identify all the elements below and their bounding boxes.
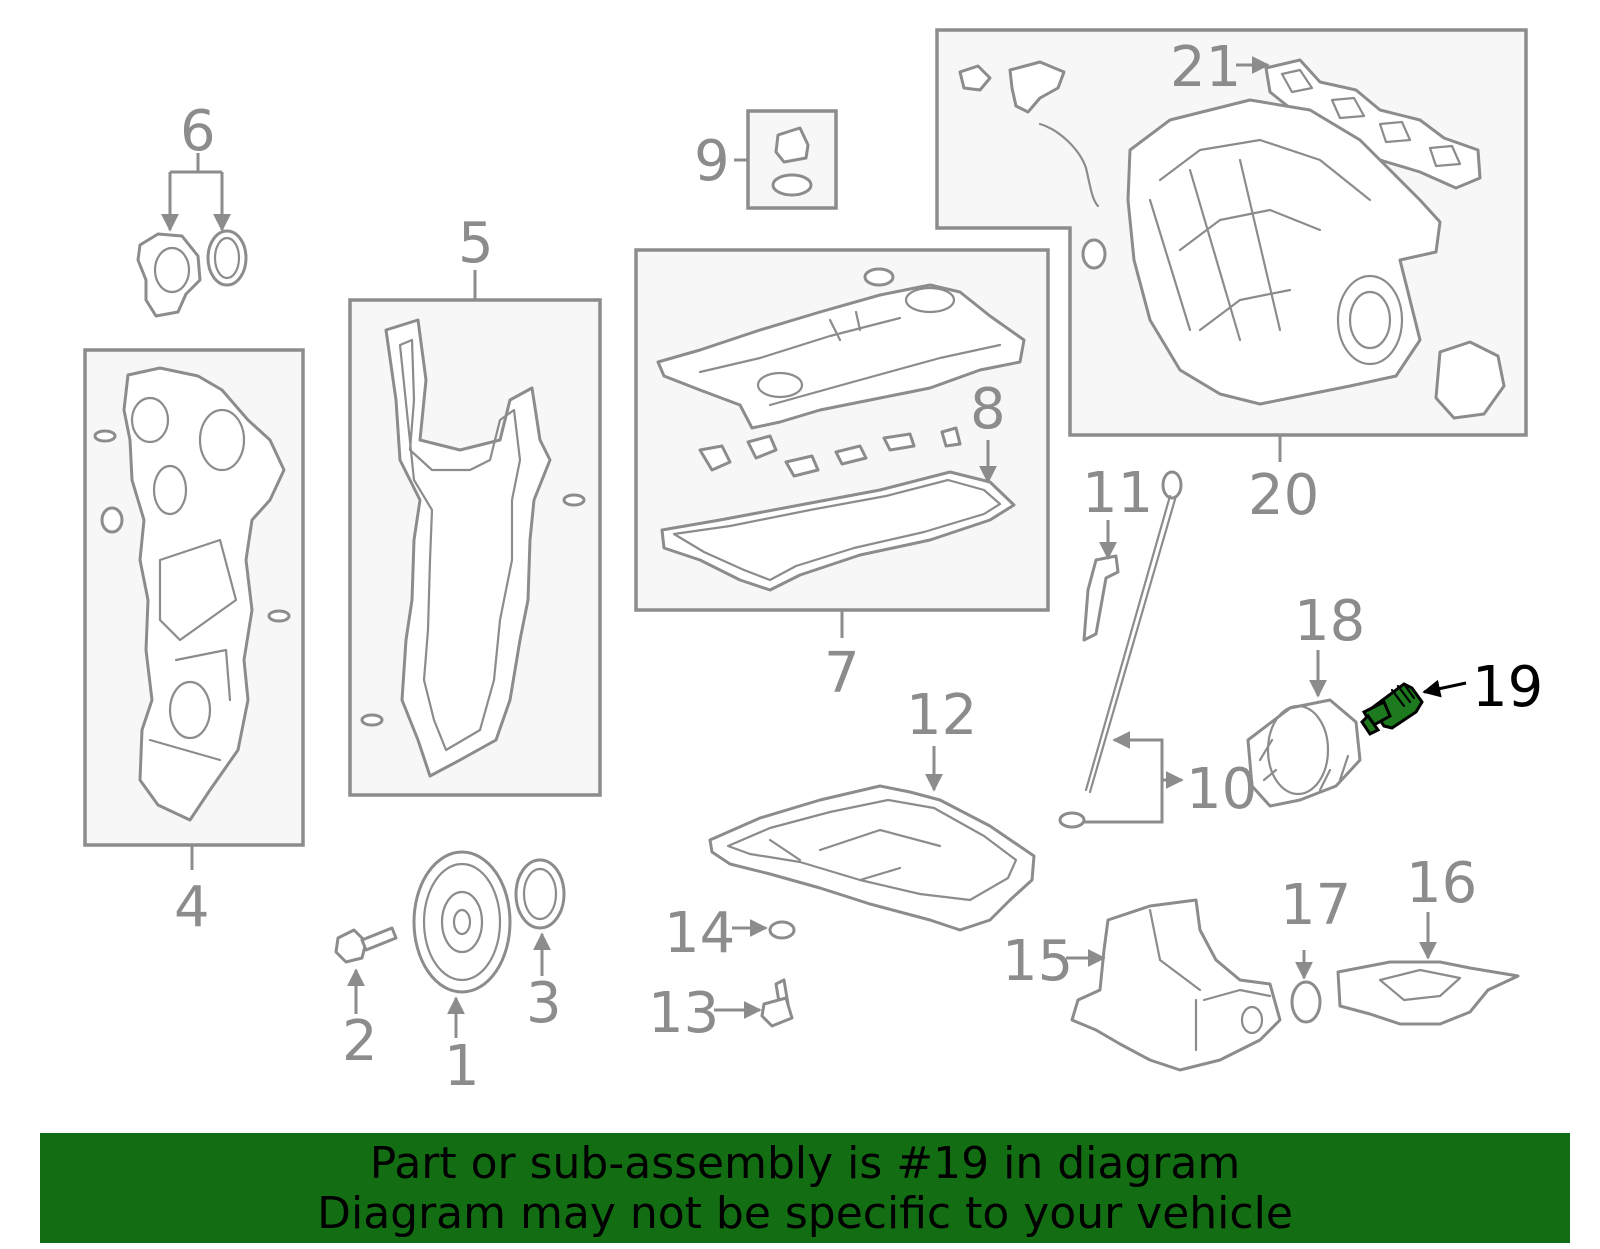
part-16-cover <box>1336 960 1520 1026</box>
part-4-timing-cover <box>93 366 291 822</box>
callout-2: 2 <box>342 1009 378 1074</box>
callout-21: 21 <box>1170 35 1241 100</box>
callout-4: 4 <box>174 875 210 940</box>
callout-6: 6 <box>180 99 216 164</box>
callout-3: 3 <box>526 971 562 1036</box>
callout-15: 15 <box>1002 929 1073 994</box>
info-banner: Part or sub-assembly is #19 in diagram D… <box>40 1133 1570 1243</box>
callout-20: 20 <box>1248 463 1319 528</box>
callout-5: 5 <box>458 211 494 276</box>
part-18-oil-filter <box>1246 698 1362 808</box>
part-1-crank-pulley <box>412 850 512 994</box>
callout-11: 11 <box>1082 461 1153 526</box>
part-12-oil-pan <box>708 784 1036 932</box>
part-14-washer <box>768 920 796 940</box>
part-11-dipstick-guide <box>1082 554 1120 642</box>
part-8-valve-cover-gasket <box>660 470 1016 592</box>
callout-12: 12 <box>906 683 977 748</box>
part-13-drain-plug <box>760 978 794 1028</box>
banner-line-2: Diagram may not be specific to your vehi… <box>317 1188 1293 1239</box>
leader-10 <box>1084 738 1182 824</box>
part-17-o-ring <box>1290 980 1322 1024</box>
banner-line-1: Part or sub-assembly is #19 in diagram <box>369 1138 1241 1189</box>
leader-19 <box>1422 679 1467 698</box>
leader-6 <box>168 153 222 230</box>
part-5-gasket <box>360 318 586 778</box>
callout-8: 8 <box>970 377 1006 442</box>
callout-1: 1 <box>444 1034 480 1099</box>
part-6-seal <box>136 229 248 318</box>
callout-9: 9 <box>694 129 730 194</box>
part-2-bolt <box>334 926 398 964</box>
callout-17: 17 <box>1280 873 1351 938</box>
callout-18: 18 <box>1294 589 1365 654</box>
callout-7: 7 <box>824 641 860 706</box>
part-3-oil-seal <box>514 858 566 930</box>
part-10-dipstick <box>1058 470 1183 829</box>
callout-10: 10 <box>1186 757 1257 822</box>
part-7-valve-cover <box>656 267 1026 478</box>
part-9-oil-cap <box>771 126 813 197</box>
callout-19: 19 <box>1472 655 1543 720</box>
part-20-intake-manifold <box>958 60 1506 420</box>
callout-16: 16 <box>1406 851 1477 916</box>
part-19-highlighted <box>1360 682 1424 736</box>
callout-13: 13 <box>648 981 719 1046</box>
callout-14: 14 <box>664 901 735 966</box>
part-15-oil-pump <box>1070 898 1282 1072</box>
